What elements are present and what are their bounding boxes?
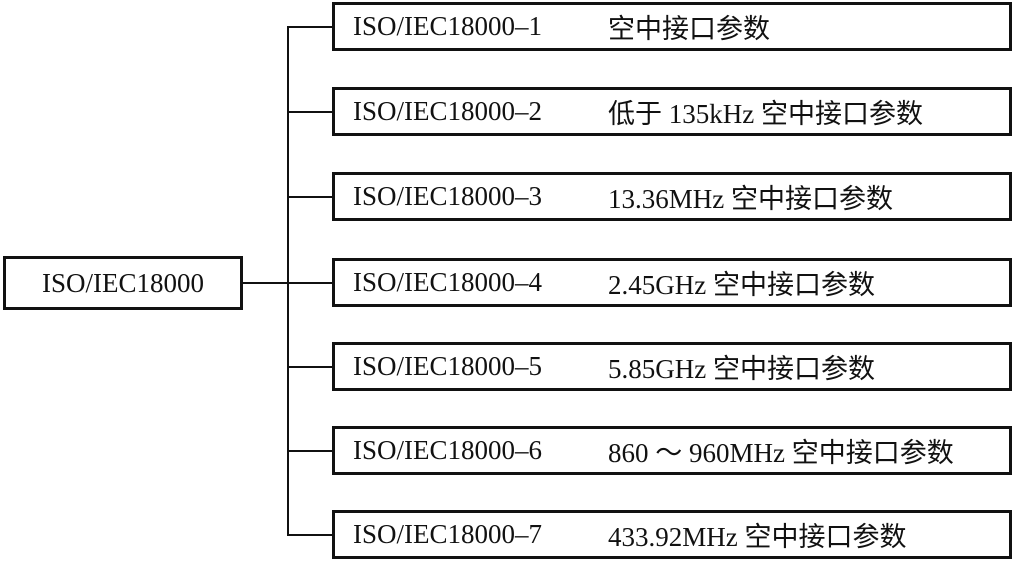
- child-node-5: ISO/IEC18000–5 5.85GHz 空中接口参数: [332, 342, 1012, 391]
- standard-code: ISO/IEC18000–7: [353, 519, 542, 549]
- branch-connector: [287, 196, 333, 198]
- standard-desc: 空中接口参数: [608, 14, 770, 44]
- standard-code: ISO/IEC18000–1: [353, 11, 542, 41]
- standard-code: ISO/IEC18000–4: [353, 267, 542, 297]
- standard-desc: 860 ～ 960MHz 空中接口参数: [608, 438, 954, 468]
- standard-code: ISO/IEC18000–6: [353, 435, 542, 465]
- root-connector: [243, 282, 288, 284]
- child-node-2: ISO/IEC18000–2 低于 135kHz 空中接口参数: [332, 87, 1012, 136]
- standard-desc: 13.36MHz 空中接口参数: [608, 184, 893, 214]
- branch-connector: [287, 450, 333, 452]
- child-node-4: ISO/IEC18000–4 2.45GHz 空中接口参数: [332, 258, 1012, 307]
- branch-connector: [287, 111, 333, 113]
- child-node-7: ISO/IEC18000–7 433.92MHz 空中接口参数: [332, 510, 1012, 559]
- child-node-3: ISO/IEC18000–3 13.36MHz 空中接口参数: [332, 172, 1012, 221]
- standard-code: ISO/IEC18000–5: [353, 351, 542, 381]
- standard-desc: 2.45GHz 空中接口参数: [608, 270, 875, 300]
- standard-desc: 5.85GHz 空中接口参数: [608, 354, 875, 384]
- standard-code: ISO/IEC18000–3: [353, 181, 542, 211]
- branch-connector: [287, 282, 333, 284]
- child-node-1: ISO/IEC18000–1 空中接口参数: [332, 2, 1012, 51]
- branch-connector: [287, 26, 333, 28]
- branch-connector: [287, 366, 333, 368]
- root-node: ISO/IEC18000: [3, 256, 243, 310]
- trunk-connector: [287, 26, 289, 536]
- standard-desc: 433.92MHz 空中接口参数: [608, 522, 907, 552]
- standard-desc: 低于 135kHz 空中接口参数: [608, 99, 923, 129]
- child-node-6: ISO/IEC18000–6 860 ～ 960MHz 空中接口参数: [332, 426, 1012, 475]
- branch-connector: [287, 534, 333, 536]
- standard-code: ISO/IEC18000–2: [353, 96, 542, 126]
- root-label: ISO/IEC18000: [42, 267, 204, 298]
